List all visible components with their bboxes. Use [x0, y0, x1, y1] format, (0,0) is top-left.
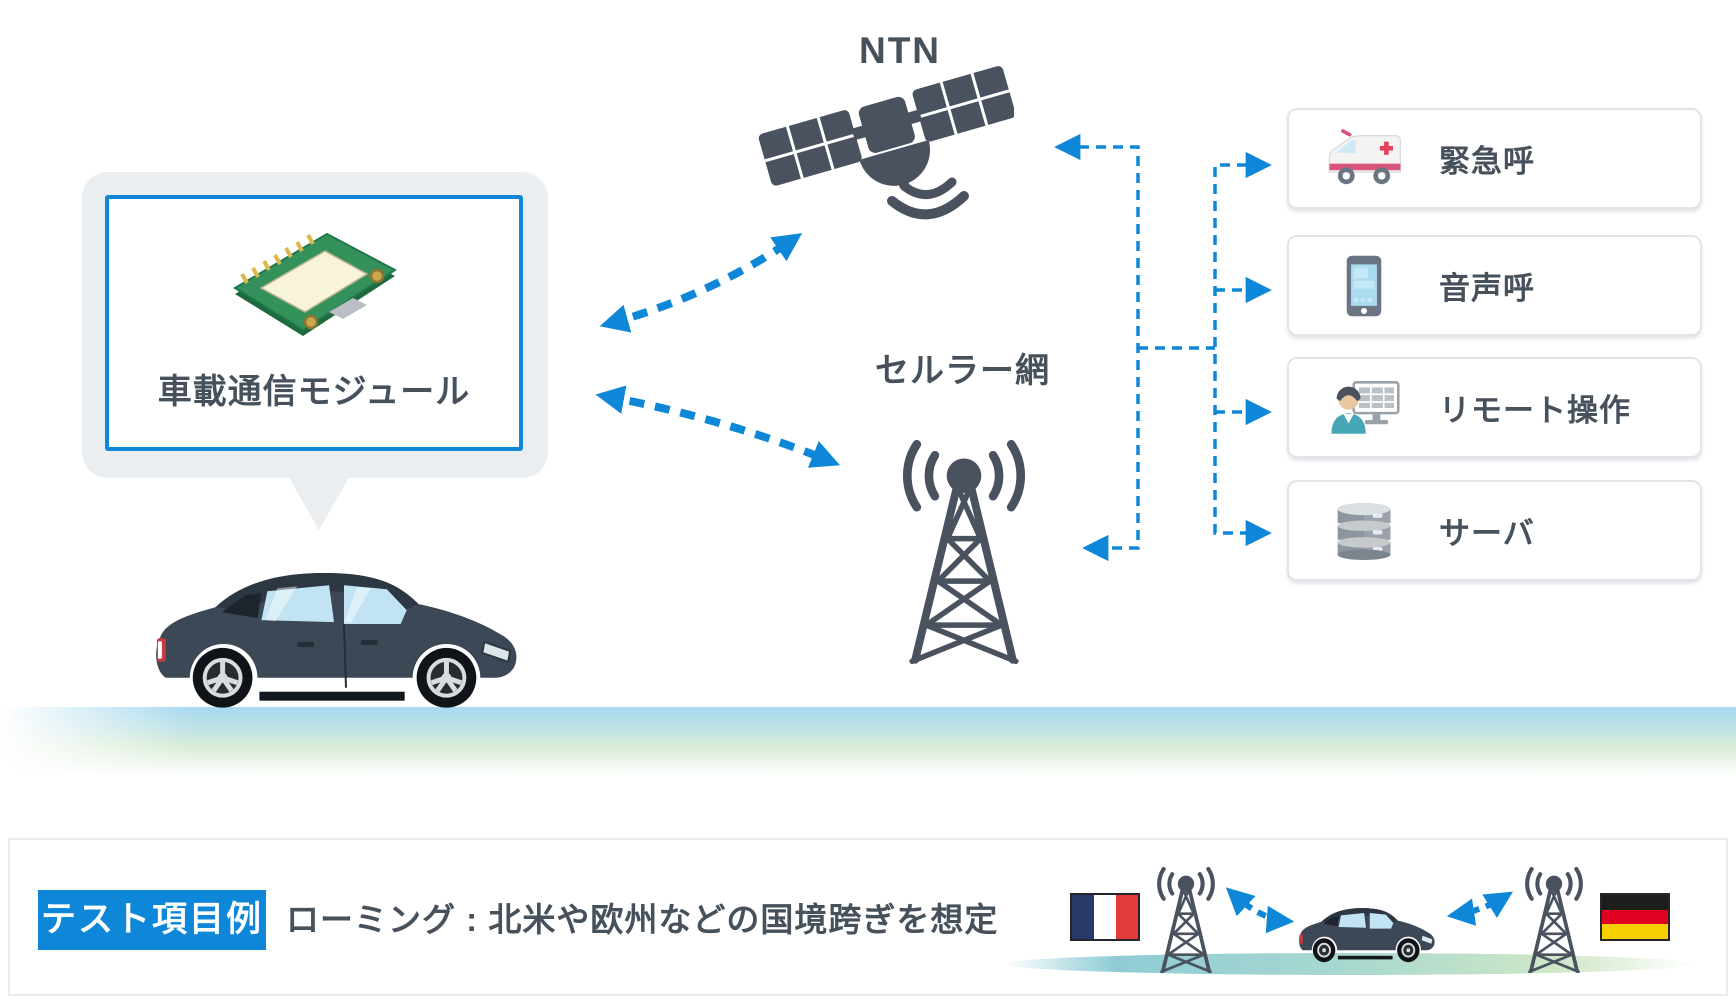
service-label: サーバ	[1439, 516, 1535, 551]
ambulance-icon	[1289, 128, 1439, 190]
service-label: 音声呼	[1439, 271, 1535, 306]
service-box-emergency-call: 緊急呼	[1287, 108, 1702, 209]
cell-tower-icon-small	[1148, 866, 1224, 974]
cellular-label: セルラー網	[875, 352, 1050, 390]
satellite-icon	[758, 66, 1014, 220]
suv-car-small	[1298, 907, 1436, 963]
arrow-module-tower	[595, 385, 841, 468]
callout-tail	[287, 474, 351, 530]
service-box-server: サーバ	[1287, 480, 1702, 581]
service-box-voice-call: 音声呼	[1287, 235, 1702, 336]
ntn-label: NTN	[858, 30, 942, 71]
france-flag	[1070, 893, 1140, 941]
service-label: 緊急呼	[1439, 144, 1535, 179]
cell-tower-icon	[903, 439, 1025, 665]
remote-operator-icon	[1289, 380, 1439, 436]
wheel	[192, 647, 253, 708]
test-description: ローミング : 北米や欧州などの国境跨ぎを想定	[286, 901, 999, 938]
pcb-module-icon	[233, 232, 397, 336]
server-icon	[1289, 502, 1439, 560]
smartphone-icon	[1289, 254, 1439, 318]
module-label: 車載通信モジュール	[157, 373, 471, 411]
arrow-module-satellite	[599, 233, 803, 333]
service-label: リモート操作	[1439, 393, 1631, 428]
gold-fingers	[240, 234, 315, 284]
suv-car	[156, 573, 517, 708]
ground-gradient	[0, 707, 1736, 777]
cell-tower-icon-small	[1516, 866, 1592, 974]
test-badge: テスト項目例	[38, 890, 266, 950]
germany-flag	[1600, 893, 1670, 941]
trunk-services	[1213, 151, 1272, 547]
service-box-remote-operation: リモート操作	[1287, 357, 1702, 458]
wheel	[416, 647, 477, 708]
